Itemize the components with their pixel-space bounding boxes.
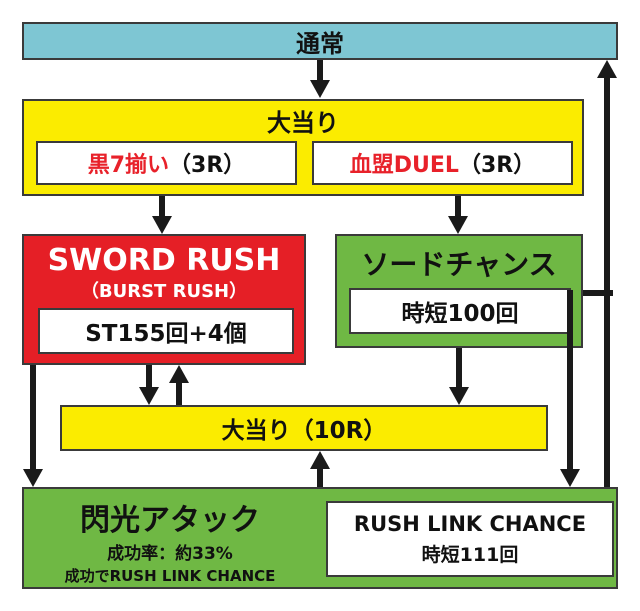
arrow-sword-chance-to-flash [560, 290, 613, 487]
duel-option: 血盟DUEL （3R） [312, 141, 573, 185]
sword-rush-title: SWORD RUSH [47, 242, 281, 278]
arrow-flash-to-normal [597, 60, 617, 487]
arrow-sword-rush-to-10r [139, 365, 159, 405]
normal-state-label: 通常 [296, 29, 344, 58]
sword-chance-title: ソードチャンス [361, 248, 557, 281]
arrow-sword-chance-to-10r [449, 348, 469, 405]
sword-chance-detail: 時短100回 [349, 288, 571, 334]
arrow-sword-rush-to-flash [23, 365, 43, 487]
rush-link-title: RUSH LINK CHANCE [353, 511, 587, 536]
sword-chance-box: ソードチャンス 時短100回 [335, 234, 583, 348]
flash-attack-title: 閃光アタック [80, 503, 260, 538]
arrow-black7-to-sword-rush [152, 196, 172, 234]
flash-attack-rate: 成功率：約33% [107, 543, 233, 564]
big-hit-10r-label: 大当り（10R） [221, 418, 387, 444]
rush-link-box: RUSH LINK CHANCE 時短111回 [326, 501, 614, 577]
big-hit-box: 大当り 黒7揃い （3R） 血盟DUEL （3R） [22, 99, 584, 196]
black7-rounds: （3R） [169, 153, 246, 178]
duel-rounds: （3R） [458, 153, 536, 178]
arrow-duel-to-sword-chance [448, 196, 468, 234]
black7-name: 黒7揃い [87, 153, 170, 178]
black7-option: 黒7揃い （3R） [36, 141, 297, 185]
sword-rush-detail: ST155回+4個 [38, 308, 294, 354]
rush-link-detail: 時短111回 [421, 543, 519, 566]
arrow-flash-to-10r [310, 451, 330, 487]
big-hit-label: 大当り [267, 108, 339, 137]
arrow-10r-to-sword-rush [169, 365, 189, 405]
flash-attack-note: 成功でRUSH LINK CHANCE [64, 566, 276, 585]
normal-state-box: 通常 [22, 22, 618, 60]
arrow-normal-to-bighit [310, 60, 330, 98]
duel-name: 血盟DUEL [349, 153, 459, 178]
flash-attack-box: 閃光アタック 成功率：約33% 成功でRUSH LINK CHANCE RUSH… [22, 487, 618, 589]
big-hit-10r-box: 大当り（10R） [60, 405, 548, 451]
sword-rush-box: SWORD RUSH （BURST RUSH） ST155回+4個 [22, 234, 306, 365]
sword-rush-subtitle: （BURST RUSH） [80, 281, 248, 302]
